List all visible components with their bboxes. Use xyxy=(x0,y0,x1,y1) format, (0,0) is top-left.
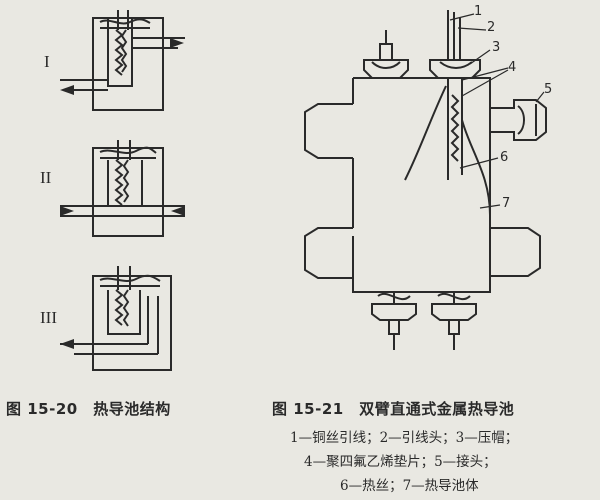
cell-structure-ii xyxy=(60,140,185,237)
caption-fig-15-20: 图 15-20 热导池结构 xyxy=(6,400,171,418)
bottom-left-fitting xyxy=(371,292,417,350)
callout-7: 7 xyxy=(502,196,511,211)
callout-3: 3 xyxy=(492,40,501,55)
legend-line-1: 1—铜丝引线；2—引线头；3—压帽； xyxy=(290,430,519,446)
variant-label-iii: III xyxy=(40,308,57,327)
callout-1: 1 xyxy=(474,4,483,19)
legend-line-3: 6—热丝；7—热导池体 xyxy=(340,478,479,494)
top-right-fitting xyxy=(429,10,481,162)
callout-5: 5 xyxy=(544,82,553,97)
side-joint xyxy=(490,99,547,141)
callout-leaders xyxy=(449,13,545,209)
cell-structure-iii xyxy=(60,266,172,371)
bottom-right-fitting xyxy=(431,292,477,350)
top-left-fitting xyxy=(363,30,409,79)
cell-structure-i xyxy=(60,10,185,111)
callout-6: 6 xyxy=(500,150,509,165)
legend-line-2: 4—聚四氟乙烯垫片；5—接头； xyxy=(304,454,497,470)
variant-label-ii: II xyxy=(40,168,52,187)
caption-fig-15-21: 图 15-21 双臂直通式金属热导池 xyxy=(272,400,515,418)
metal-cell-body xyxy=(304,77,541,293)
callout-4: 4 xyxy=(508,60,517,75)
diagram-canvas xyxy=(60,10,547,371)
callout-2: 2 xyxy=(487,20,496,35)
variant-label-i: I xyxy=(44,52,50,71)
